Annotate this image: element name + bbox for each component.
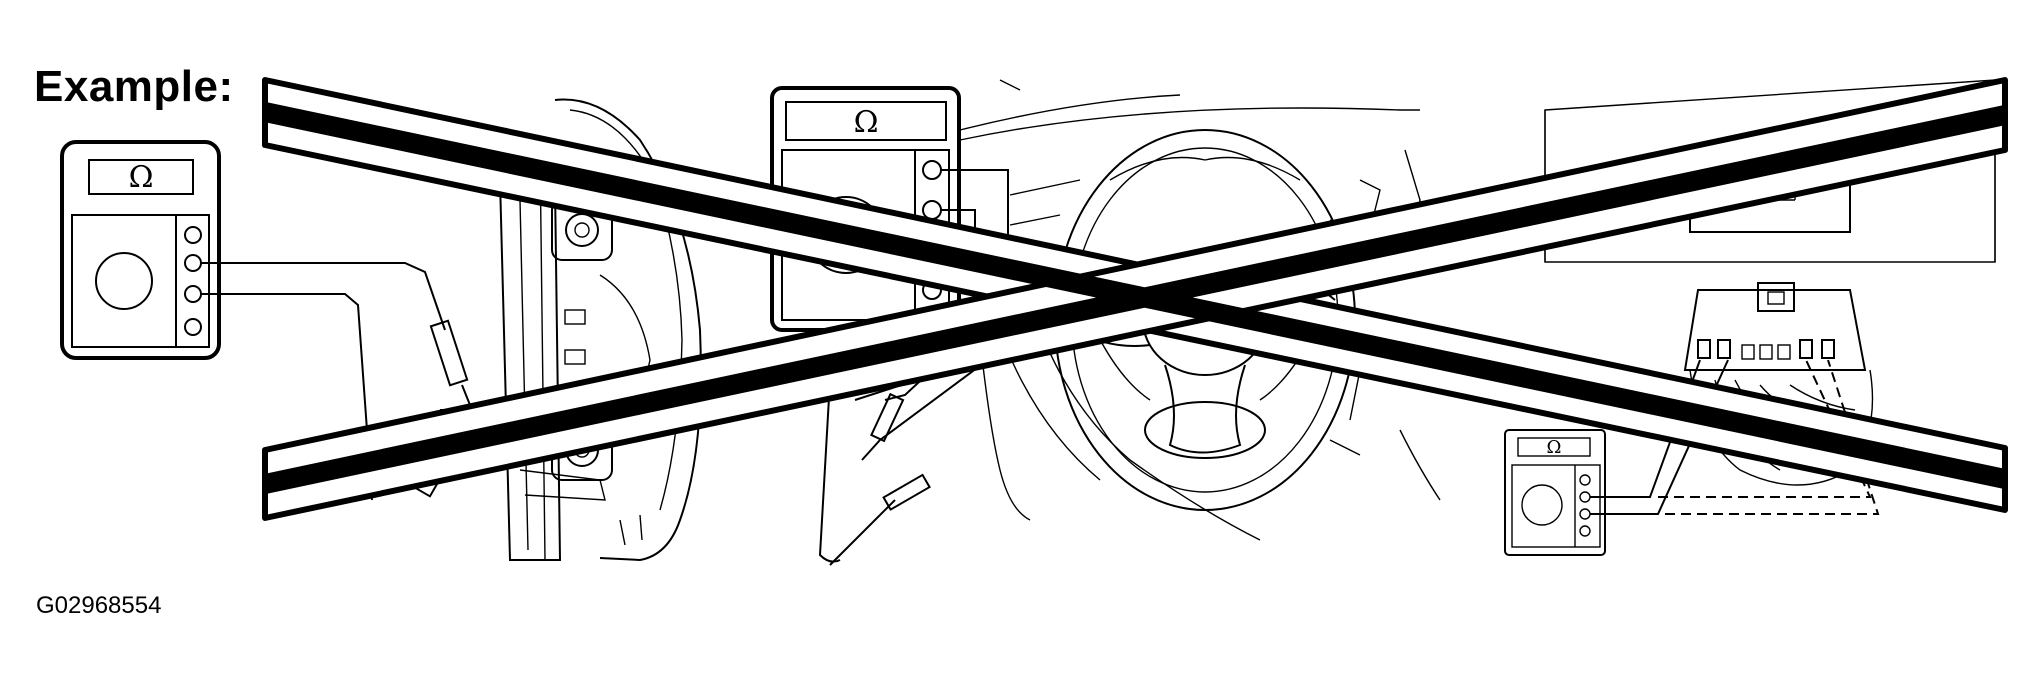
terminal-icon	[922, 200, 942, 220]
ohm-symbol-right: Ω	[1547, 437, 1562, 458]
meter-dial-left	[95, 252, 153, 310]
terminal-icon	[184, 318, 202, 336]
terminal-icon	[1579, 508, 1591, 520]
ohm-symbol-center: Ω	[854, 105, 879, 140]
meter-dial-right	[1521, 484, 1563, 526]
terminal-icon	[184, 285, 202, 303]
ohm-symbol-left: Ω	[129, 160, 154, 195]
ohmmeter-left: Ω	[60, 140, 221, 360]
figure-id: G02968554	[36, 592, 162, 619]
cross-out-mark	[262, 77, 2008, 521]
terminal-icon	[184, 254, 202, 272]
terminal-icon	[922, 160, 942, 180]
terminal-icon	[1579, 474, 1591, 486]
ohmmeter-right: Ω	[1504, 429, 1606, 556]
diagram-title: Example:	[34, 62, 234, 111]
terminal-icon	[1579, 491, 1591, 503]
terminal-icon	[1579, 525, 1591, 537]
terminal-icon	[184, 226, 202, 244]
